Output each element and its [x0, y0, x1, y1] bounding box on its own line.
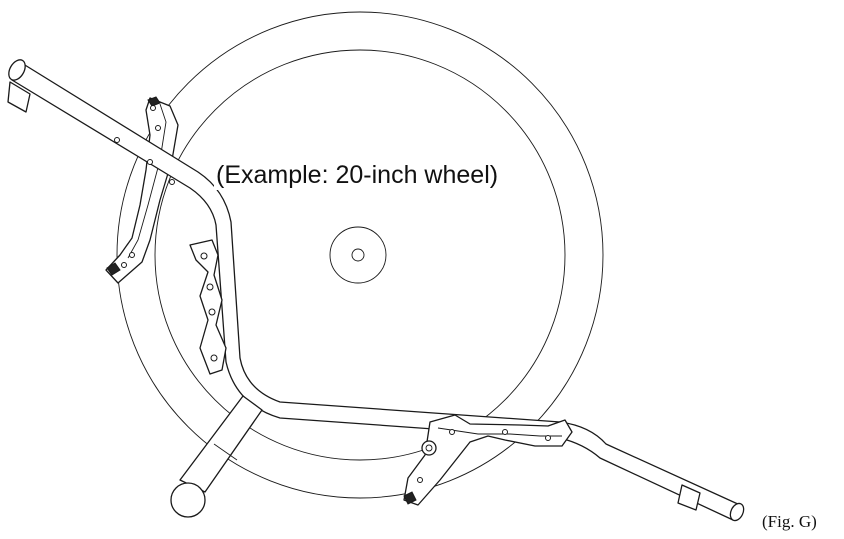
wheel — [116, 11, 604, 499]
wheel-size-caption: (Example: 20-inch wheel) — [214, 161, 501, 190]
main-handle-bar — [7, 59, 745, 522]
wheel-hub-outer — [329, 226, 387, 284]
lower-left-leg — [170, 395, 263, 518]
wheel-inner-rim — [154, 49, 566, 461]
wheel-outer-rim — [116, 11, 604, 499]
figure-label: (Fig. G) — [762, 512, 817, 531]
wheel-hub-inner — [351, 248, 365, 262]
lower-right-bracket — [403, 414, 573, 506]
center-bracket — [189, 239, 227, 375]
